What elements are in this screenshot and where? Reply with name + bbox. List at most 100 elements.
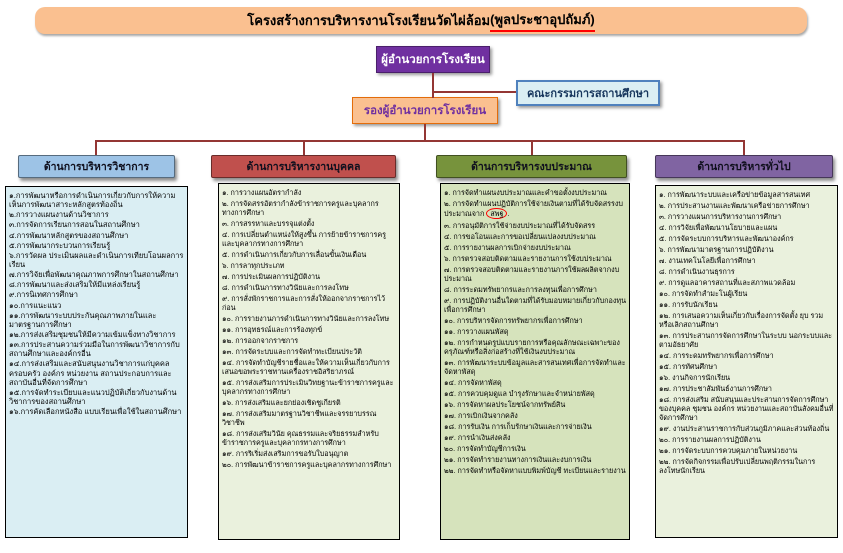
list-item: ๗. งานเทคโนโลยีเพื่อการศึกษา [659, 256, 756, 265]
list-item: ๑๐. การจัดทำสำมะโนผู้เรียน [659, 289, 748, 298]
list-item: ๓.การจัดการเรียนการสอนในสถานศึกษา [9, 220, 140, 230]
list-item: ๑๙. การนำเงินส่งคลัง [444, 433, 511, 442]
list-item: ๕. การจัดระบบการบริหารและพัฒนาองค์กร [659, 234, 794, 243]
list-item: ๑๑.การพัฒนาระบบประกันคุณภาพภายในและมาตรฐ… [9, 310, 157, 329]
list-item: ๑๒. การกำหนดรูปแบบรายการหรือคุณลักษณะเฉพ… [444, 338, 620, 356]
list-item: ๒๐. การรายงานผลการปฏิบัติงาน [659, 435, 761, 444]
list-item: ๒๒. การจัดกิจกรรมเพื่อปรับเปลี่ยนพฤติกรร… [659, 457, 816, 475]
column-header-academic-label: ด้านการบริหารวิชาการ [43, 161, 150, 173]
page-title-underlined: (พูลประชาอุปถัมภ์) [490, 9, 595, 32]
list-item: ๕.การพัฒนากระบวนการเรียนรู้ [9, 240, 111, 250]
list-item: ๘. การระดมทรัพยากรและการลงทุนเพื่อการศึก… [444, 285, 597, 294]
list-item: ๑๗. การเบิกเงินจากคลัง [444, 411, 518, 420]
column-header-personnel: ด้านการบริหารงานบุคคล [211, 155, 396, 178]
list-item: ๑๗. การประชาสัมพันธ์งานการศึกษา [659, 384, 772, 393]
list-item: ๑๖. งานกิจการนักเรียน [659, 373, 731, 382]
column-header-general-label: ด้านการบริหารทั่วไป [697, 161, 791, 173]
list-item: ๘. การดำเนินการทางวินัยและการลงโทษ [222, 283, 349, 292]
list-item: ๖. การลาทุกประเภท [222, 261, 285, 270]
list-item: ๑๐.การแนะแนว [9, 300, 62, 310]
connector-director-deputy [432, 73, 434, 98]
list-item: ๑๔. การจัดหาพัสดุ [444, 378, 502, 387]
connector-drop-budget [531, 140, 533, 156]
list-item: ๔. การเปลี่ยนตำแหน่งให้สูงขึ้น การย้ายข้… [222, 230, 387, 248]
list-item: ๑๕. การส่งเสริมการประเมินวิทยฐานะข้าราชก… [222, 378, 394, 396]
deputy-director-label: รองผู้อำนวยการโรงเรียน [363, 104, 487, 117]
list-item: ๑. การจัดทำแผนงบประมาณและคำขอตั้งงบประมา… [444, 188, 607, 197]
list-item: ๑๘. การส่งเสริม สนับสนุนและประสานการจัดก… [659, 395, 834, 422]
list-item: ๑๗. การส่งเสริมมาตรฐานวิชาชีพและจรรยาบรร… [222, 409, 377, 427]
list-item: ๑๒.การส่งเสริมชุมชนให้มีความเข้มแข็งทางว… [9, 329, 176, 339]
list-item: ๒.การวางแผนงานด้านวิชาการ [9, 210, 109, 220]
list-item: ๖. การพัฒนามาตรฐานการปฏิบัติงาน [659, 245, 774, 254]
list-item: ๑๔. การระดมทรัพยากรเพื่อการศึกษา [659, 351, 774, 360]
list-item: ๑๘. การรับเงิน การเก็บรักษาเงินและการจ่า… [444, 422, 592, 431]
connector-drop-general [743, 140, 745, 156]
list-item: ๖. การตรวจสอบติดตามและรายงานการใช้งบประม… [444, 254, 612, 263]
list-item: ๑๒. การออกจากราชการ [222, 336, 299, 345]
column-header-academic: ด้านการบริหารวิชาการ [18, 155, 175, 178]
list-item: ๑.การพัฒนาหรือการดำเนินการเกี่ยวกับการให… [9, 191, 176, 210]
academic-list: ๑.การพัฒนาหรือการดำเนินการเกี่ยวกับการให… [5, 186, 188, 538]
list-item: ๑. การวางแผนอัตรากำลัง [222, 188, 302, 197]
list-item: ๖.การวัดผล ประเมินผลและดำเนินการเทียบโอน… [9, 250, 184, 269]
list-item: ๑๘. การส่งเสริมวินัย คุณธรรมและจริยธรรมส… [222, 429, 379, 447]
connector-drop-academic [95, 140, 97, 156]
list-item: ๔. การวิจัยเพื่อพัฒนานโยบายและแผน [659, 223, 778, 232]
list-item: ๕. การดำเนินการเกี่ยวกับการเลื่อนขั้นเงิ… [222, 250, 367, 259]
list-item: ๑๕. การทัศนศึกษา [659, 362, 718, 371]
list-item: ๑๕. การควบคุมดูแล บำรุงรักษาและจำหน่ายพั… [444, 389, 595, 398]
list-item: ๑๓. การพัฒนาระบบข้อมูลและสารสนเทศเพื่อกา… [444, 358, 626, 376]
budget-list: ๑. การจัดทำแผนงบประมาณและคำขอตั้งงบประมา… [440, 183, 630, 540]
list-item: ๑. การพัฒนาระบบและเครือข่ายข้อมูลสารสนเท… [659, 190, 811, 199]
column-header-personnel-label: ด้านการบริหารงานบุคคล [246, 161, 361, 173]
list-item: ๓. การวางแผนการบริหารงานการศึกษา [659, 212, 782, 221]
list-item: ๘.การพัฒนาและส่งเสริมให้มีแหล่งเรียนรู้ [9, 280, 141, 290]
connector-bus [95, 140, 745, 142]
list-item: ๔.การพัฒนาหลักสูตรของสถานศึกษา [9, 230, 129, 240]
list-item: ๑๐. การรายงานการดำเนินการทางวินัยและการล… [222, 314, 390, 323]
list-item: ๒. การจัดทำแผนปฏิบัติการใช้จ่ายเงินตามที… [444, 199, 623, 219]
list-item: ๘. การดำเนินงานธุรการ [659, 267, 735, 276]
list-item: ๑๙. การริเริ่มส่งเสริมการขอรับใบอนุญาต [222, 449, 349, 458]
list-item: ๗.การวิจัยเพื่อพัฒนาคุณภาพการศึกษาในสถาน… [9, 270, 179, 280]
list-item: ๕. การรายงานผลการเบิกจ่ายงบประมาณ [444, 243, 571, 252]
list-item: ๑๓.การประสานความร่วมมือในการพัฒนาวิชาการ… [9, 340, 180, 359]
list-item: ๙. การปฏิบัติงานอื่นใดตามที่ได้รับมอบหมา… [444, 296, 627, 314]
list-item: ๒๑. การจัดทำรายงานทางการเงินและงบการเงิน [444, 455, 592, 464]
list-item: ๙. การสั่งพักราชการและการสั่งให้ออกจากรา… [222, 294, 386, 312]
list-item: ๑๑. การรับนักเรียน [659, 300, 718, 309]
list-item: ๓. การสรรหาและบรรจุแต่งตั้ง [222, 219, 315, 228]
list-item: ๑๖. การจัดหาผลประโยชน์จากทรัพย์สิน [444, 400, 566, 409]
list-item: ๗. การประเมินผลการปฏิบัติงาน [222, 272, 320, 281]
list-item: ๙. การดูแลอาคารสถานที่และสภาพแวดล้อม [659, 278, 796, 287]
list-item: ๒๐. การจัดทำบัญชีการเงิน [444, 444, 526, 453]
personnel-list: ๑. การวางแผนอัตรากำลัง๒. การจัดสรรอัตราก… [218, 183, 400, 540]
general-list: ๑. การพัฒนาระบบและเครือข่ายข้อมูลสารสนเท… [655, 185, 838, 538]
committee-box: คณะกรรมการสถานศึกษา [516, 80, 660, 106]
list-item: ๑๔. การจัดทำบัญชีรายชื่อและให้ความเห็นเก… [222, 358, 390, 376]
list-item: ๑๑. การอุทธรณ์และการร้องทุกข์ [222, 325, 323, 334]
connector-drop-personnel [303, 140, 305, 156]
list-item: ๔. การขอโอนและการขอเปลี่ยนแปลงงบประมาณ [444, 232, 596, 241]
director-box: ผู้อำนวยการโรงเรียน [376, 46, 490, 73]
list-item: ๙.การนิเทศการศึกษา [9, 290, 78, 300]
page-title: โครงสร้างการบริหารงานโรงเรียนวัดไผ่ล้อม(… [35, 7, 807, 34]
column-header-budget: ด้านการบริหารงบประมาณ [436, 155, 627, 178]
list-item: ๑๐. การบริหารจัดการทรัพยากรเพื่อการศึกษา [444, 316, 583, 325]
column-header-general: ด้านการบริหารทั่วไป [655, 155, 833, 178]
red-circle-annotation: สพฐ [486, 208, 508, 219]
list-item: ๒. การประสานงานและพัฒนาเครือข่ายการศึกษา [659, 201, 810, 210]
column-header-budget-label: ด้านการบริหารงบประมาณ [471, 161, 592, 173]
list-item: ๑๔.การส่งเสริมและสนับสนุนงานวิชาการแก่บุ… [9, 359, 172, 387]
list-item: ๑๕.การจัดทำระเบียบและแนวปฏิบัติเกี่ยวกับ… [9, 387, 177, 406]
connector-to-committee [434, 91, 516, 93]
committee-label: คณะกรรมการสถานศึกษา [526, 88, 650, 100]
list-item: ๒. การจัดสรรอัตรากำลังข้าราชการครูและบุค… [222, 199, 379, 217]
list-item: ๑๖.การคัดเลือกหนังสือ แบบเรียนเพื่อใช้ใน… [9, 407, 182, 417]
list-item: ๓. การอนุมัติการใช้จ่ายงบประมาณที่ได้รับ… [444, 221, 596, 230]
connector-deputy-bus [424, 124, 426, 141]
list-item: ๑๑. การวางแผนพัสดุ [444, 327, 509, 336]
list-item: ๑๓. การจัดระบบและการจัดทำทะเบียนประวัติ [222, 347, 362, 356]
